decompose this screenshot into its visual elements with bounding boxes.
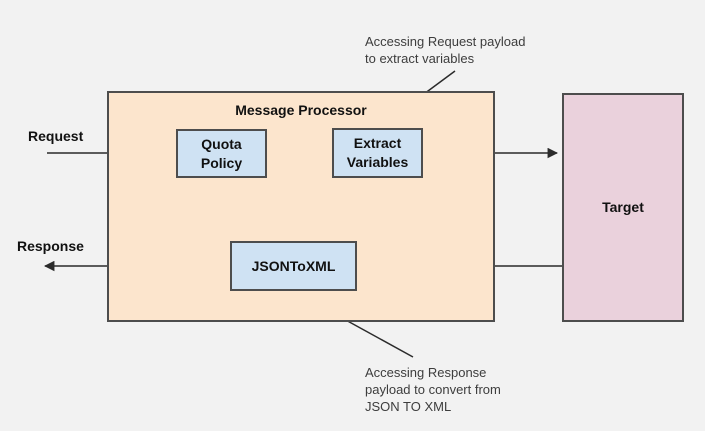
jsontoxml-label: JSONToXML	[251, 257, 336, 274]
target-node: Target	[562, 93, 684, 322]
top-annotation-line1: Accessing Request payload	[365, 34, 526, 49]
bottom-annotation-line1: Accessing Response	[365, 365, 487, 380]
extract-variables-label-line1: Extract	[353, 135, 402, 151]
message-processor-title: Message Processor	[235, 102, 367, 118]
bottom-annotation-line3: JSON TO XML	[365, 399, 452, 414]
quota-policy-label-line1: Quota	[201, 135, 242, 152]
top-annotation: Accessing Request payload to extract var…	[365, 33, 525, 67]
target-label: Target	[602, 199, 644, 215]
extract-variables-label-line2: Variables	[346, 154, 409, 170]
extract-variables-node: Extract Variables	[332, 128, 423, 178]
top-annotation-line2: to extract variables	[365, 51, 475, 66]
jsontoxml-node: JSONToXML	[230, 241, 357, 291]
bottom-annotation: Accessing Response payload to convert fr…	[365, 364, 501, 415]
response-label: Response	[17, 238, 84, 254]
quota-policy-label-line2: Policy	[200, 154, 243, 171]
quota-policy-node: Quota Policy	[176, 129, 267, 178]
bottom-annotation-line2: payload to convert from	[365, 382, 501, 397]
request-label: Request	[28, 128, 84, 144]
